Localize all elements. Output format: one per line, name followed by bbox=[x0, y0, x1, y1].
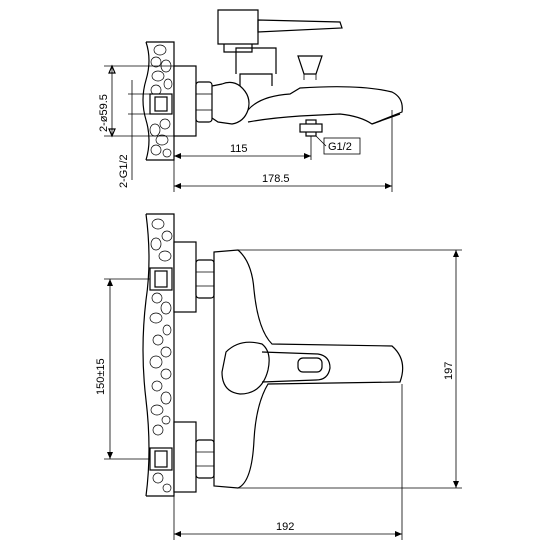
dim-overall-depth: 178.5 bbox=[174, 110, 393, 192]
dim-overall-depth-label: 178.5 bbox=[262, 173, 290, 185]
front-mixer-body bbox=[213, 249, 404, 489]
side-view: 2-ø59.5 2-G1/2 G1/2 115 bbox=[98, 9, 403, 192]
dim-outlet-thread: G1/2 bbox=[315, 135, 361, 155]
dim-inlet-diameter: 2-ø59.5 bbox=[98, 64, 174, 138]
side-inlet bbox=[149, 65, 213, 137]
side-mixer-body bbox=[211, 9, 403, 137]
dim-spout-reach-label: 115 bbox=[230, 143, 248, 155]
dim-outlet-thread-label: G1/2 bbox=[328, 141, 352, 153]
dim-inlet-thread-label: 2-G1/2 bbox=[118, 154, 130, 188]
dim-inlet-spacing: 150±15 bbox=[95, 278, 150, 460]
dim-overall-width: 192 bbox=[173, 384, 403, 540]
front-inlet-lower bbox=[149, 421, 215, 493]
dim-overall-width-label: 192 bbox=[276, 521, 294, 533]
dim-inlet-spacing-label: 150±15 bbox=[95, 358, 107, 395]
dim-overall-height: 197 bbox=[238, 249, 462, 489]
front-wall-section bbox=[142, 213, 175, 497]
side-wall-section bbox=[142, 41, 175, 161]
front-inlet-upper bbox=[149, 241, 215, 313]
dim-inlet-thread: 2-G1/2 bbox=[118, 80, 150, 188]
dim-overall-height-label: 197 bbox=[443, 362, 455, 380]
front-view: 150±15 197 192 bbox=[95, 213, 462, 540]
dim-inlet-diameter-label: 2-ø59.5 bbox=[98, 94, 110, 132]
dim-spout-reach: 115 bbox=[173, 136, 312, 192]
